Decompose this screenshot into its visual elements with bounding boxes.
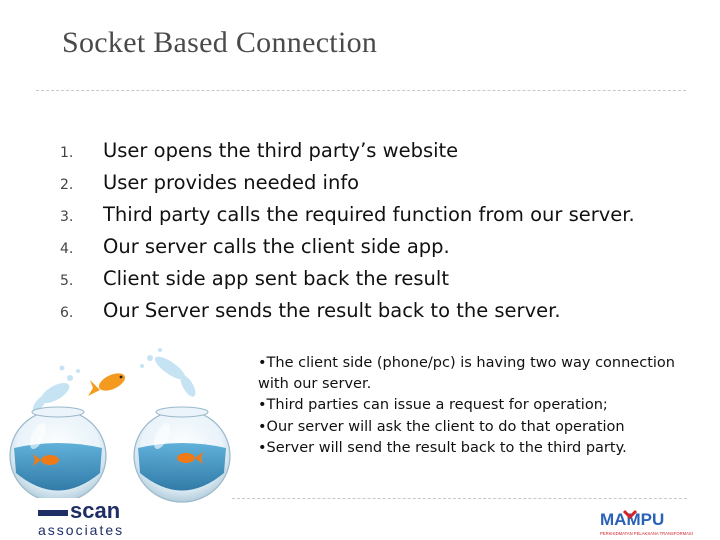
step-number: 2. — [60, 177, 74, 193]
step-text: User provides needed info — [103, 171, 360, 194]
fishbowl-left — [9, 406, 107, 503]
scan-associates-logo: scan associates — [36, 498, 146, 538]
step-number: 5. — [60, 273, 74, 289]
svg-text:PERKHIDMATAN PELAKSANA TRANSFO: PERKHIDMATAN PELAKSANA TRANSFORMASI — [600, 531, 693, 536]
list-item: 1. User opens the third party’s website — [60, 139, 635, 171]
step-number: 4. — [60, 241, 74, 257]
svg-text:MAMPU: MAMPU — [600, 510, 664, 529]
mampu-logo: MAMPU PERKHIDMATAN PELAKSANA TRANSFORMAS… — [600, 509, 693, 536]
list-item: 3. Third party calls the required functi… — [60, 203, 635, 235]
list-item: 5. Client side app sent back the result — [60, 267, 635, 299]
step-text: User opens the third party’s website — [103, 139, 459, 162]
step-text: Our server calls the client side app. — [103, 235, 450, 258]
jumping-goldfish-icon — [88, 373, 126, 396]
note-item: •Server will send the result back to the… — [258, 439, 627, 456]
fishbowl-right — [133, 406, 231, 503]
goldfish-icon — [177, 452, 203, 464]
footer-divider — [232, 498, 687, 499]
water-splash-right — [140, 348, 196, 397]
steps-list: 1. User opens the third party’s website … — [60, 139, 635, 331]
list-item: 6. Our Server sends the result back to t… — [60, 299, 635, 331]
fishbowl-illustration — [9, 348, 231, 503]
step-number: 6. — [60, 305, 74, 321]
step-number: 3. — [60, 209, 74, 225]
step-text: Client side app sent back the result — [103, 267, 449, 290]
list-item: 2. User provides needed info — [60, 171, 635, 203]
svg-text:scan: scan — [70, 498, 120, 523]
list-item: 4. Our server calls the client side app. — [60, 235, 635, 267]
slide-title: Socket Based Connection — [62, 26, 378, 59]
note-item: •Third parties can issue a request for o… — [258, 397, 608, 414]
water-splash-left — [32, 365, 80, 412]
step-number: 1. — [60, 145, 74, 161]
step-text: Third party calls the required function … — [103, 203, 635, 226]
svg-text:associates: associates — [38, 522, 124, 538]
title-divider — [36, 90, 686, 91]
notes-panel: •The client side (phone/pc) is having tw… — [258, 353, 688, 459]
goldfish-icon — [33, 454, 59, 466]
note-item: •Our server will ask the client to do th… — [258, 418, 625, 435]
step-text: Our Server sends the result back to the … — [103, 299, 561, 322]
note-item: •The client side (phone/pc) is having tw… — [258, 355, 675, 393]
